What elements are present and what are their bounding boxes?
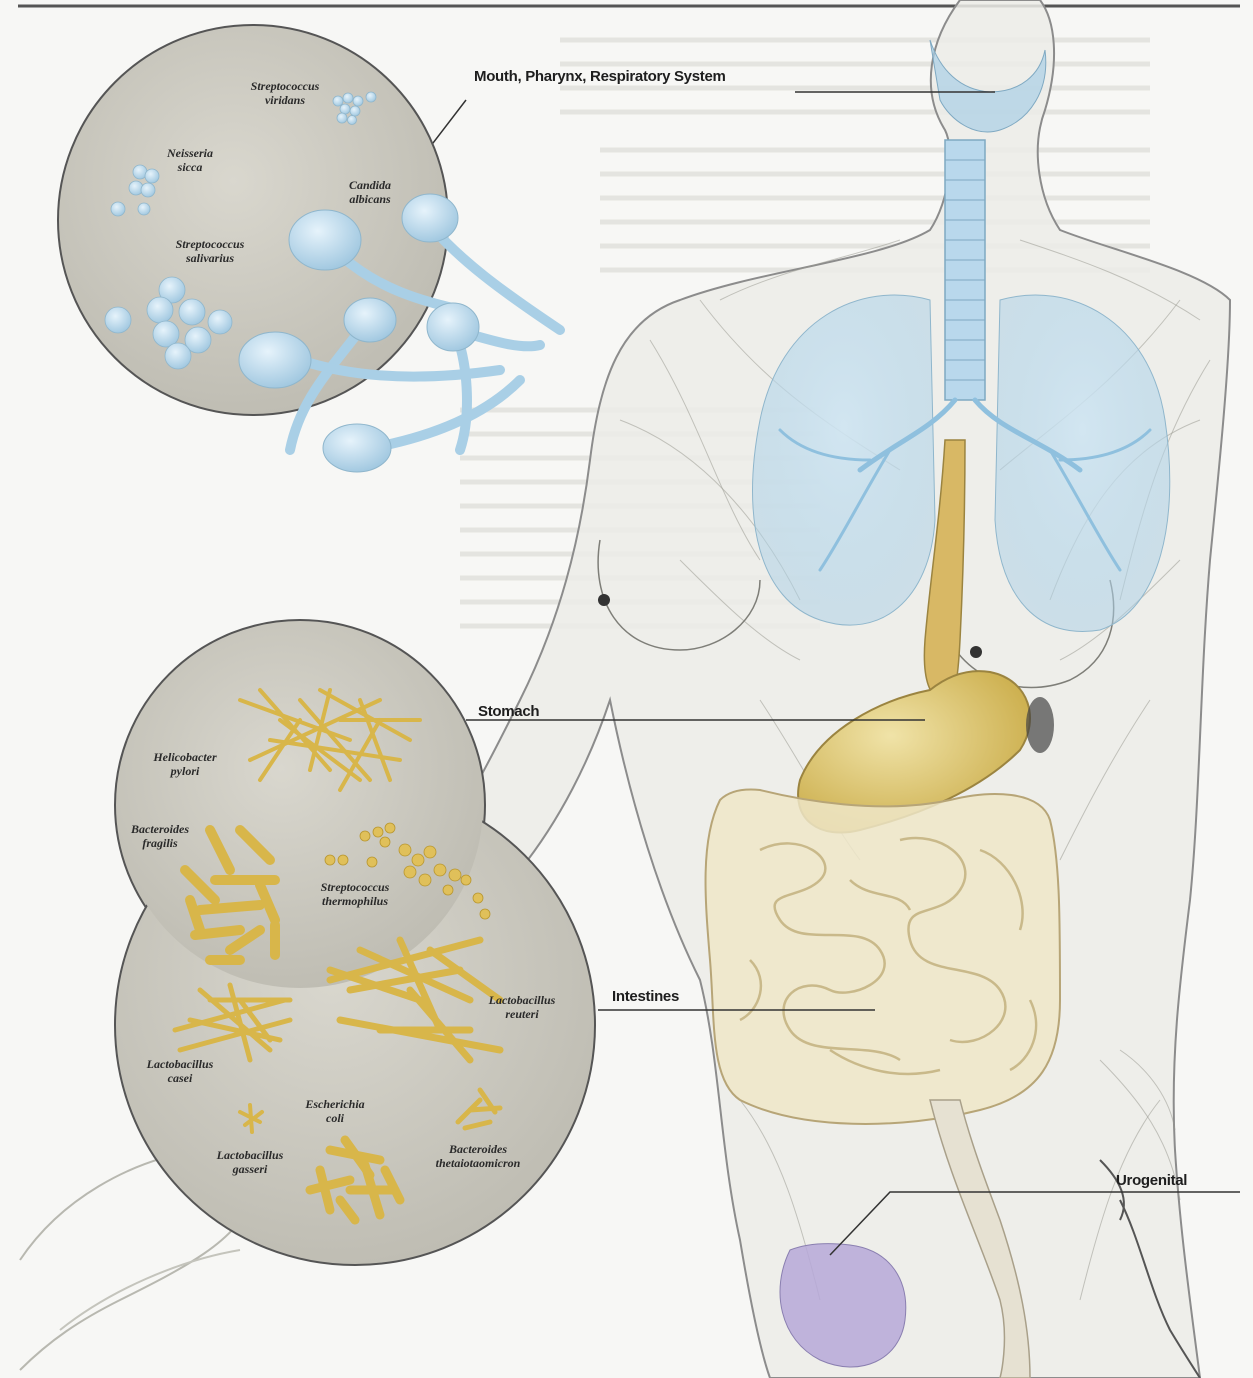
label-stomach: Stomach (478, 703, 539, 720)
label-intestines: Intestines (612, 988, 679, 1005)
trachea (945, 140, 985, 400)
label-urogenital: Urogenital (1116, 1172, 1187, 1189)
label-mouth-pharynx: Mouth, Pharynx, Respiratory System (474, 68, 726, 85)
nipple-left (598, 594, 610, 606)
spleen (1026, 697, 1054, 753)
nipple-right (970, 646, 982, 658)
